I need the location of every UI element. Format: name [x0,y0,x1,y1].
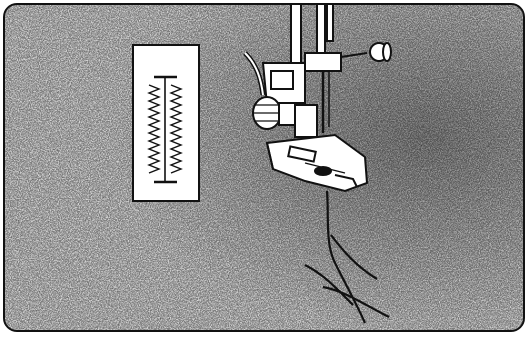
illustration-frame [3,3,525,332]
buttonhole-stitch-card [133,45,199,201]
fabric-shadow [5,5,525,332]
sewing-illustration [5,5,525,332]
